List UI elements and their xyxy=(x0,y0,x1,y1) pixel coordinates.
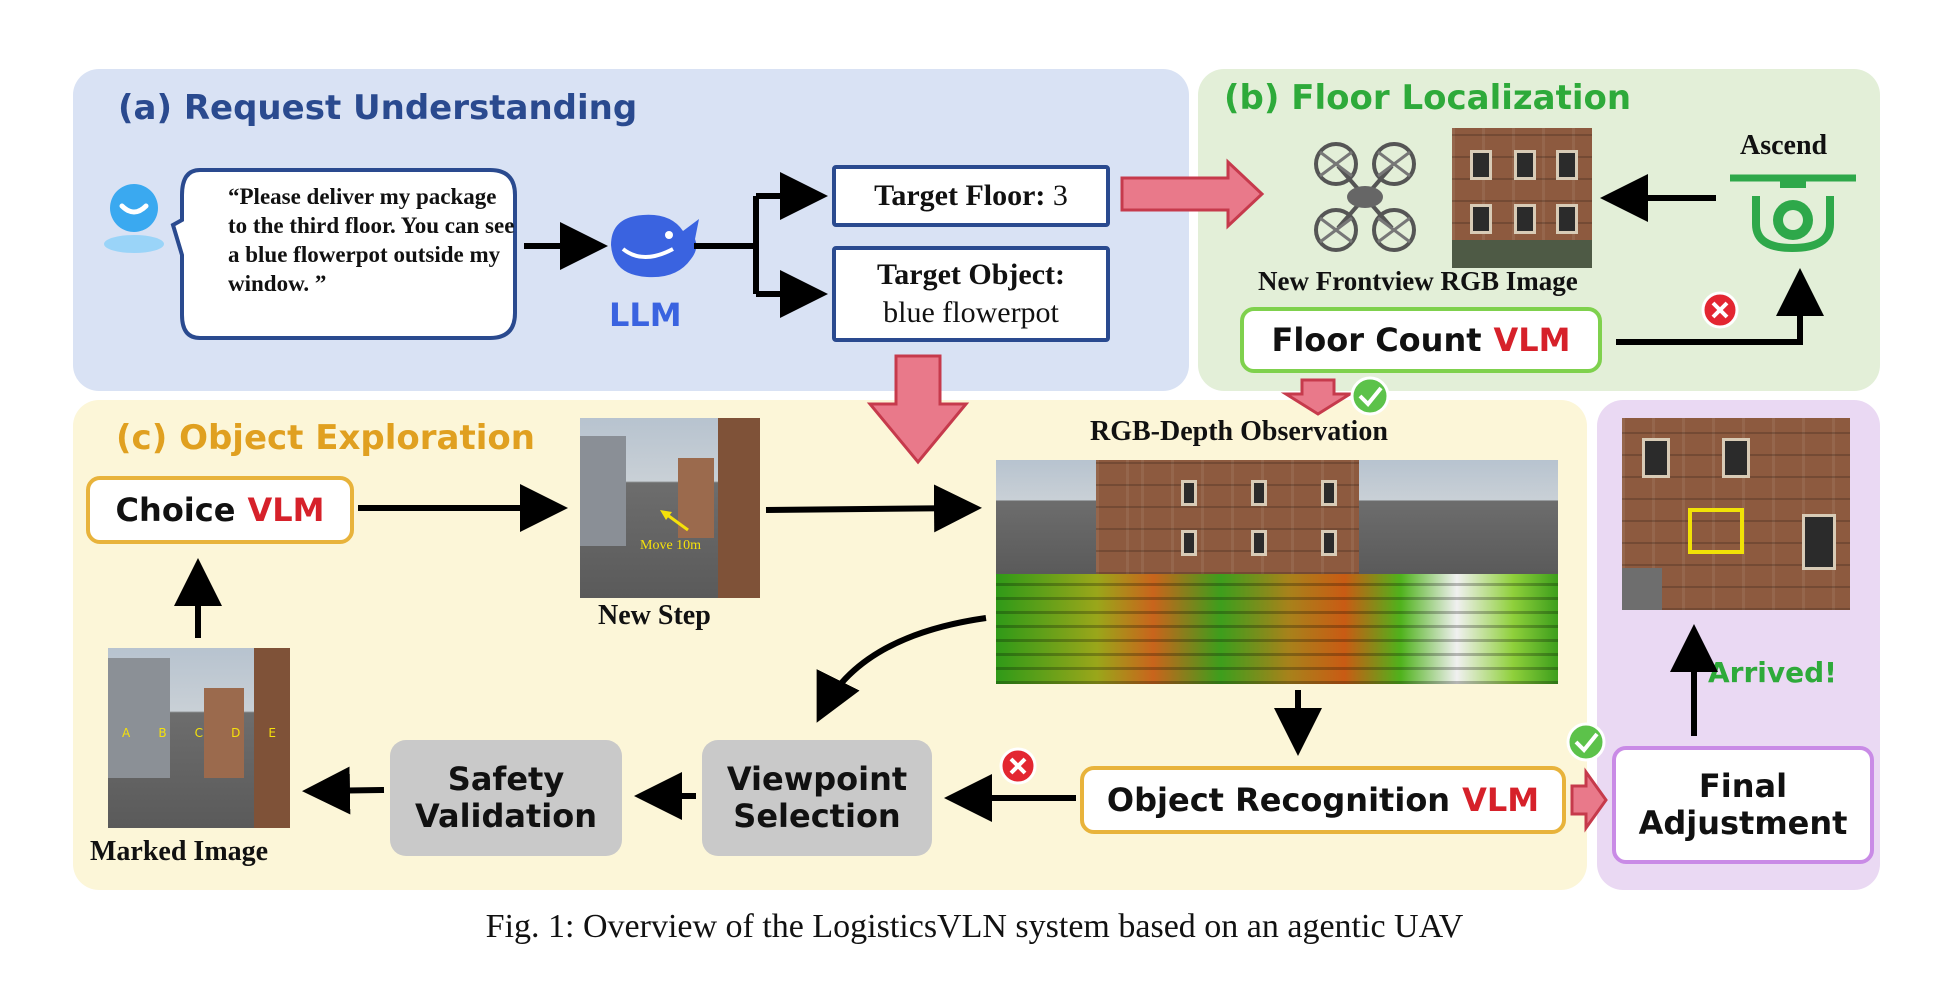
choice-text: Choice xyxy=(115,491,236,529)
choice-vlm-box: Choice VLM xyxy=(86,476,354,544)
depth-panorama xyxy=(996,574,1558,684)
viewpoint-marks: A B C D E xyxy=(108,726,290,740)
mark-d: D xyxy=(231,726,241,740)
mark-c: C xyxy=(194,726,203,740)
speech-bubble-shape xyxy=(170,168,517,340)
target-floor-value: 3 xyxy=(1052,179,1068,212)
section-title-a: (a) Request Understanding xyxy=(118,88,638,128)
user-avatar-icon xyxy=(104,184,164,253)
safety-validation-box: Safety Validation xyxy=(390,740,622,856)
drone-icon xyxy=(1314,142,1416,252)
target-object-value: blue flowerpot xyxy=(883,296,1059,329)
mark-e: E xyxy=(268,726,276,740)
choice-vlm: VLM xyxy=(247,491,325,529)
frontview-rgb-image xyxy=(1452,128,1592,268)
rgbd-label: RGB-Depth Observation xyxy=(1090,416,1388,447)
object-recognition-text: Object Recognition xyxy=(1106,781,1451,819)
llm-label: LLM xyxy=(609,296,682,334)
cross-icons xyxy=(999,291,1739,785)
target-floor-box: Target Floor: 3 xyxy=(832,165,1110,227)
check-icons xyxy=(1350,376,1606,762)
floor-count-vlm-box: Floor Count VLM xyxy=(1240,307,1602,373)
section-title-c: (c) Object Exploration xyxy=(116,418,535,458)
figure-caption: Fig. 1: Overview of the LogisticsVLN sys… xyxy=(485,908,1464,945)
target-highlight-box xyxy=(1688,508,1744,554)
viewpoint-selection-box: Viewpoint Selection xyxy=(702,740,932,856)
target-object-label: Target Object: xyxy=(877,258,1065,291)
target-object-box: Target Object: blue flowerpot xyxy=(832,246,1110,342)
rgb-panorama xyxy=(996,460,1558,574)
request-text: “Please deliver my package to the third … xyxy=(228,184,515,296)
ascend-label: Ascend xyxy=(1740,130,1828,161)
arrived-label: Arrived! xyxy=(1708,656,1837,689)
object-recognition-vlm-box: Object Recognition VLM xyxy=(1080,766,1566,834)
frontview-label: New Frontview RGB Image xyxy=(1258,266,1578,296)
target-floor-label: Target Floor: xyxy=(874,179,1046,212)
whale-llm-icon xyxy=(611,214,699,278)
move-label: Move 10m xyxy=(640,538,702,553)
floor-count-text: Floor Count xyxy=(1271,321,1482,359)
new-step-label: New Step xyxy=(598,600,711,631)
final-adjustment-box: Final Adjustment xyxy=(1612,746,1874,864)
big-pink-arrows xyxy=(866,158,1608,833)
section-title-b: (b) Floor Localization xyxy=(1224,78,1632,118)
marked-image-label: Marked Image xyxy=(90,836,269,867)
marked-image xyxy=(108,648,290,828)
camera-drone-icon xyxy=(1730,174,1856,253)
mark-b: B xyxy=(158,726,167,740)
object-recognition-vlm: VLM xyxy=(1462,781,1540,819)
move-arrow-icon xyxy=(660,510,689,532)
final-target-image xyxy=(1622,418,1850,610)
mark-a: A xyxy=(122,726,131,740)
new-step-image xyxy=(580,418,760,598)
floor-count-vlm: VLM xyxy=(1493,321,1571,359)
